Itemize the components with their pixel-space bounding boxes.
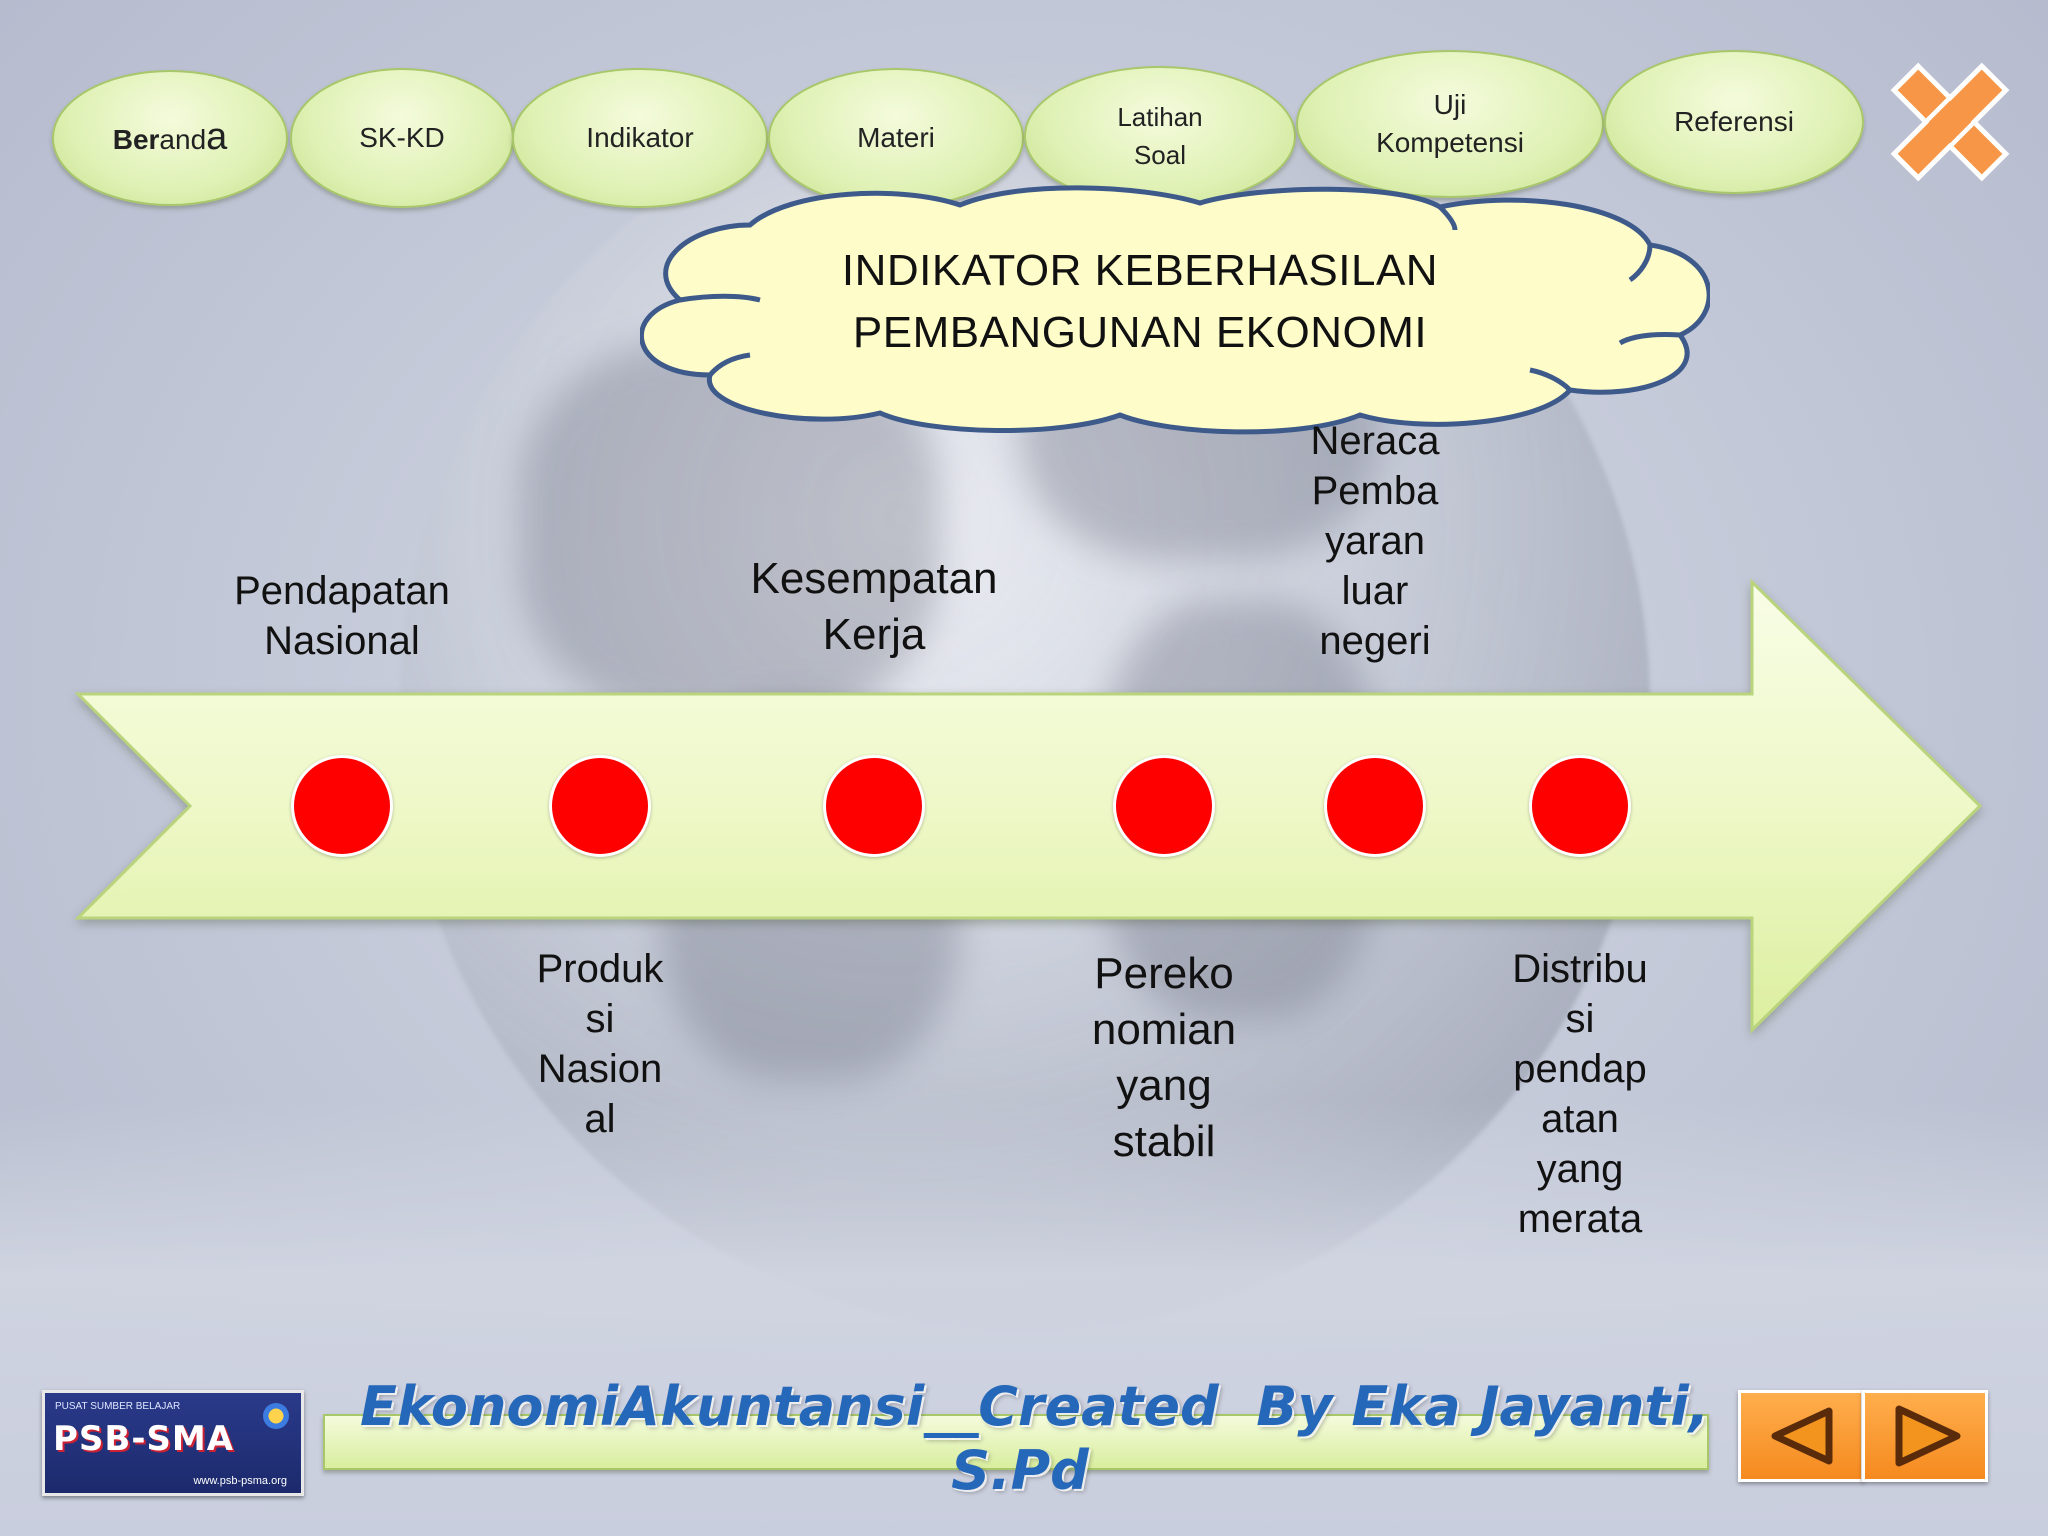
produksi-line3: Nasion xyxy=(537,1047,663,1091)
footer-bar xyxy=(323,1414,1709,1470)
nav-latihan-soal-button[interactable]: Latihan Soal xyxy=(1024,66,1296,206)
kesempatan-line2: Kerja xyxy=(822,610,926,659)
nav-beranda-button[interactable]: Beranda xyxy=(52,70,288,206)
uji-label-line1: Uji xyxy=(1433,89,1467,120)
label-kesempatan-kerja: Kesempatan Kerja xyxy=(750,551,997,663)
distribusi-line6: merata xyxy=(1517,1197,1643,1241)
distribusi-line4: atan xyxy=(1541,1097,1619,1141)
produksi-line4: al xyxy=(584,1097,616,1141)
nav-indikator-button[interactable]: Indikator xyxy=(512,68,768,208)
credit-line1: EkonomiAkuntansi__Created By Eka Jayanti… xyxy=(360,1375,1710,1438)
close-x-icon xyxy=(1890,62,2010,182)
slide-pager xyxy=(1738,1390,1988,1482)
triangle-left-icon xyxy=(1771,1407,1833,1465)
beranda-label-bold: Ber xyxy=(112,123,160,155)
logo-main-text: PSB-SMA xyxy=(53,1419,235,1459)
label-distribusi-pendapatan: Distribu si pendap atan yang merata xyxy=(1512,944,1648,1244)
label-neraca-pembayaran: Neraca Pemba yaran luar negeri xyxy=(1311,416,1440,666)
uji-label-line2: Kompetensi xyxy=(1376,127,1524,158)
distribusi-line5: yang xyxy=(1536,1147,1624,1191)
timeline-arrow xyxy=(74,578,1983,1034)
nav-referensi-button[interactable]: Referensi xyxy=(1604,50,1864,194)
produksi-line1: Produk xyxy=(536,947,664,991)
distribusi-line2: si xyxy=(1565,997,1595,1041)
neraca-line2: Pemba xyxy=(1311,469,1439,513)
perekonomian-line2: nomian xyxy=(1091,1005,1237,1054)
label-produksi-nasional: Produk si Nasion al xyxy=(537,944,664,1144)
referensi-label: Referensi xyxy=(1674,106,1794,137)
timeline-dot-produksi xyxy=(549,755,651,857)
title-line2: PEMBANGUNAN EKONOMI xyxy=(852,308,1428,357)
nav-uji-kompetensi-button[interactable]: Uji Kompetensi xyxy=(1296,50,1604,198)
skkd-label: SK-KD xyxy=(359,122,445,153)
pendapatan-line2: Nasional xyxy=(264,619,420,663)
neraca-line3: yaran xyxy=(1324,519,1426,563)
nav-materi-button[interactable]: Materi xyxy=(768,68,1024,208)
indikator-label: Indikator xyxy=(586,122,694,153)
perekonomian-line3: yang xyxy=(1116,1061,1212,1110)
latihan-label-line1: Latihan xyxy=(1117,102,1203,132)
timeline-dot-pendapatan xyxy=(291,755,393,857)
latihan-label-line2: Soal xyxy=(1133,140,1187,170)
psb-sma-logo[interactable]: PUSAT SUMBER BELAJAR PSB-SMA www.psb-psm… xyxy=(42,1390,304,1496)
logo-url-text: www.psb-psma.org xyxy=(193,1475,287,1487)
nav-skkd-button[interactable]: SK-KD xyxy=(290,68,514,208)
timeline-dot-perekonomian xyxy=(1113,755,1215,857)
timeline-dot-neraca xyxy=(1324,755,1426,857)
distribusi-line1: Distribu xyxy=(1512,947,1648,991)
pendapatan-line1: Pendapatan xyxy=(234,569,450,613)
distribusi-line3: pendap xyxy=(1513,1047,1647,1091)
timeline-dot-distribusi xyxy=(1529,755,1631,857)
timeline-dot-kesempatan xyxy=(823,755,925,857)
beranda-label-end: a xyxy=(206,115,228,158)
label-pendapatan-nasional: Pendapatan Nasional xyxy=(234,566,450,666)
title-line1: INDIKATOR KEBERHASILAN xyxy=(841,246,1439,295)
neraca-line4: luar xyxy=(1341,569,1409,613)
perekonomian-line4: stabil xyxy=(1112,1117,1216,1166)
neraca-line5: negeri xyxy=(1319,619,1431,663)
title-cloud-shape xyxy=(640,185,1710,435)
logo-top-text: PUSAT SUMBER BELAJAR xyxy=(55,1401,181,1412)
label-perekonomian-stabil: Pereko nomian yang stabil xyxy=(1092,946,1236,1170)
kesempatan-line1: Kesempatan xyxy=(750,554,998,603)
emblem-icon xyxy=(263,1403,289,1429)
triangle-right-icon xyxy=(1895,1405,1961,1467)
produksi-line2: si xyxy=(585,997,615,1041)
credit-line2: S.Pd xyxy=(951,1439,1089,1502)
next-slide-button[interactable] xyxy=(1862,1390,1988,1482)
beranda-label-mid: and xyxy=(159,123,207,155)
close-button[interactable] xyxy=(1880,52,2020,192)
perekonomian-line1: Pereko xyxy=(1094,949,1234,998)
credit-text: EkonomiAkuntansi__Created By Eka Jayanti… xyxy=(360,1372,1710,1506)
neraca-line1: Neraca xyxy=(1310,419,1440,463)
materi-label: Materi xyxy=(857,122,935,153)
prev-slide-button[interactable] xyxy=(1738,1390,1864,1482)
page-title: INDIKATOR KEBERHASILAN PEMBANGUNAN EKONO… xyxy=(700,240,1580,364)
